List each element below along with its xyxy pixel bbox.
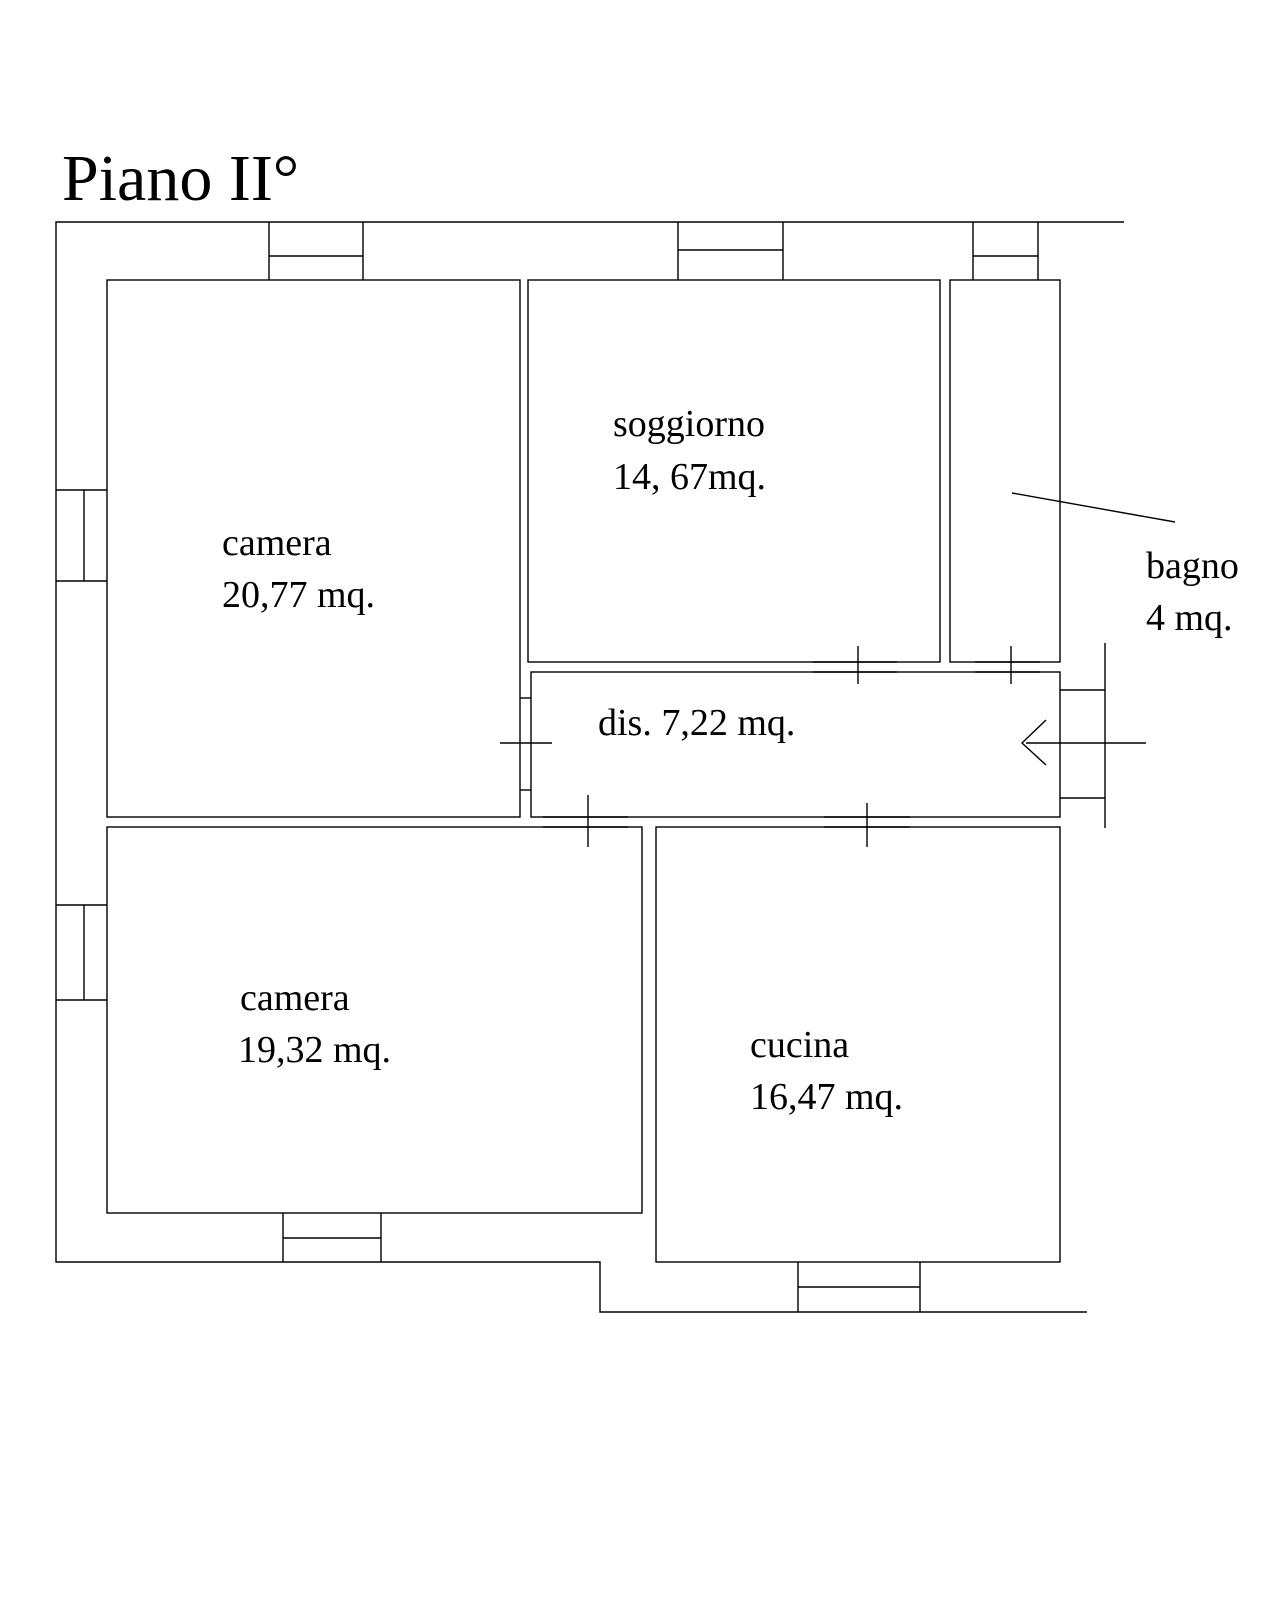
label-soggiorno-area: 14, 67mq.: [613, 456, 766, 498]
label-camera-bottom-area: 19,32 mq.: [238, 1029, 391, 1071]
label-camera-top-area: 20,77 mq.: [222, 574, 375, 616]
door-camera-top: [500, 697, 552, 791]
label-cucina-name: cucina: [750, 1024, 849, 1066]
label-bagno-name: bagno: [1146, 545, 1239, 587]
window-top-2: [677, 222, 784, 280]
bagno-leader-line: [1011, 492, 1176, 523]
label-camera-top-name: camera: [222, 522, 332, 564]
window-top-1: [268, 222, 364, 280]
door-camera-bottom: [543, 795, 628, 847]
entrance-arrow-icon: [1020, 719, 1047, 766]
window-top-3: [972, 222, 1039, 280]
exterior-wall: [55, 221, 1124, 1313]
door-soggiorno: [813, 646, 897, 684]
floor-title: Piano II°: [62, 142, 299, 215]
door-cucina: [824, 803, 910, 847]
door-bagno: [975, 646, 1040, 684]
window-left-2: [56, 904, 107, 1001]
room-cucina: [655, 826, 1061, 1263]
label-cucina-area: 16,47 mq.: [750, 1076, 903, 1118]
window-bottom-1: [282, 1213, 382, 1262]
room-camera-top: [106, 279, 521, 818]
room-camera-bottom: [106, 826, 643, 1214]
label-camera-bottom-name: camera: [240, 977, 350, 1019]
label-disimpegno: dis. 7,22 mq.: [598, 702, 795, 744]
entrance-door: [1026, 643, 1146, 828]
room-bagno: [949, 279, 1061, 663]
label-soggiorno-name: soggiorno: [613, 403, 765, 445]
label-bagno-area: 4 mq.: [1146, 597, 1233, 639]
window-left-1: [56, 489, 107, 582]
room-soggiorno: [527, 279, 941, 663]
room-disimpegno: [530, 671, 1061, 818]
window-bottom-2: [797, 1262, 921, 1312]
